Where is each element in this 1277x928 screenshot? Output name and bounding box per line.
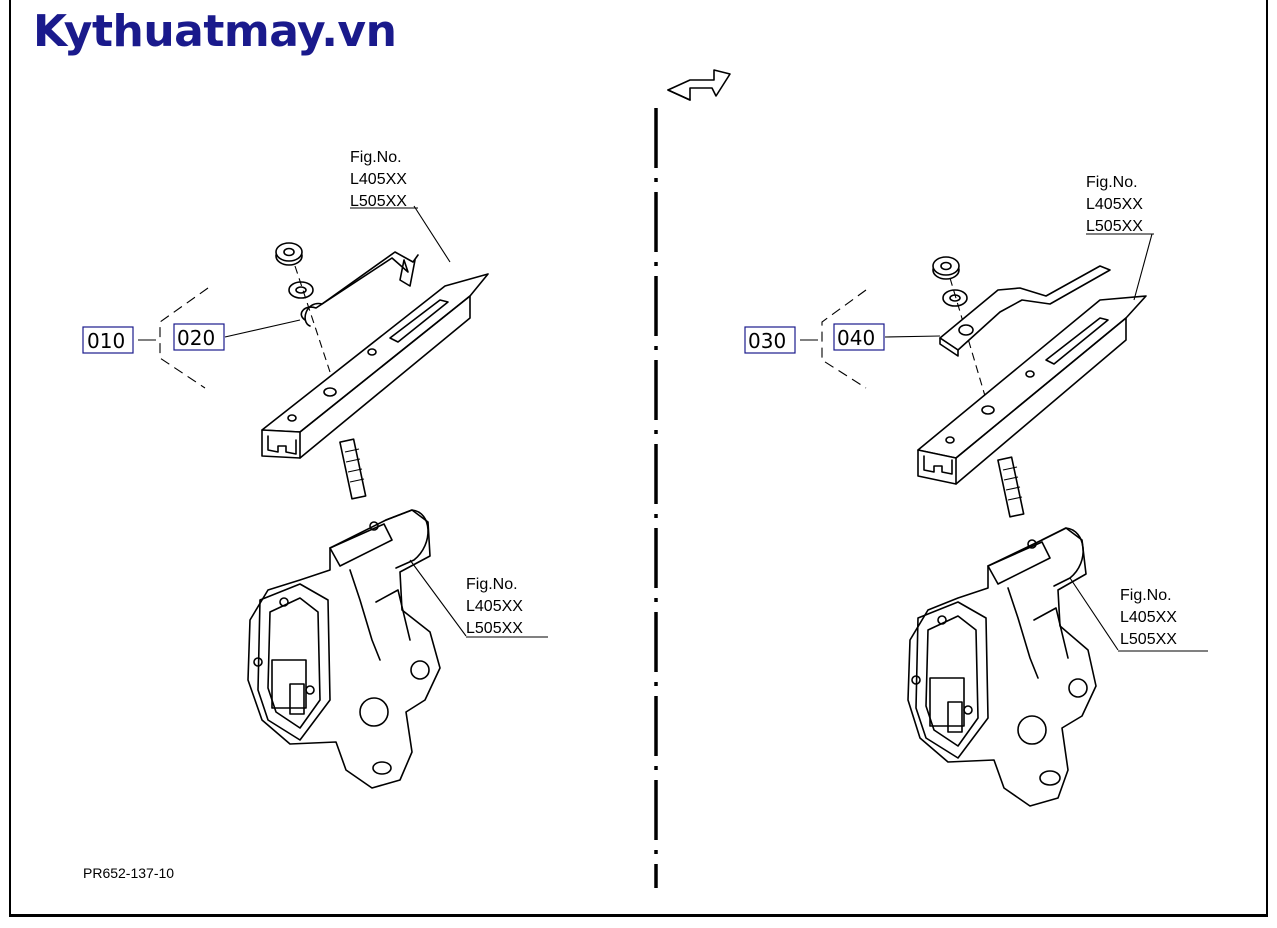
nut-icon [275,242,303,266]
washer-icon [942,289,968,307]
svg-text:Fig.No.: Fig.No. [1120,587,1172,604]
svg-text:L405XX: L405XX [466,598,523,615]
svg-text:L505XX: L505XX [466,620,523,637]
svg-text:L405XX: L405XX [350,171,407,188]
label-030: 030 [744,326,796,354]
nut-icon [932,256,960,280]
part-ref-020: 020 [177,326,215,350]
arrow-right-icon [667,69,731,101]
label-010: 010 [82,326,134,354]
left-assembly [138,205,548,789]
fig-label-left-top: Fig.No. L405XX L505XX [350,149,407,210]
drawing-frame [9,0,1268,917]
svg-text:L505XX: L505XX [1086,218,1143,235]
fig-label-right-bottom: Fig.No. L405XX L505XX [1120,587,1177,648]
svg-text:Fig.No.: Fig.No. [350,149,402,166]
svg-text:L405XX: L405XX [1120,609,1177,626]
svg-text:Fig.No.: Fig.No. [466,576,518,593]
part-ref-010: 010 [87,329,125,353]
svg-text:L405XX: L405XX [1086,196,1143,213]
label-020: 020 [173,319,301,351]
watermark-logo: Kythuatmay.vn [33,6,397,57]
svg-text:Fig.No.: Fig.No. [1086,174,1138,191]
part-ref-030: 030 [748,329,786,353]
fig-label-right-top: Fig.No. L405XX L505XX [1086,174,1143,235]
part-ref-040: 040 [837,326,875,350]
label-040: 040 [833,323,941,351]
drawing-code: PR652-137-10 [83,865,174,881]
svg-text:L505XX: L505XX [350,193,407,210]
right-assembly [800,233,1208,807]
washer-icon [288,281,314,299]
svg-text:L505XX: L505XX [1120,631,1177,648]
fig-label-left-bottom: Fig.No. L405XX L505XX [466,576,523,637]
